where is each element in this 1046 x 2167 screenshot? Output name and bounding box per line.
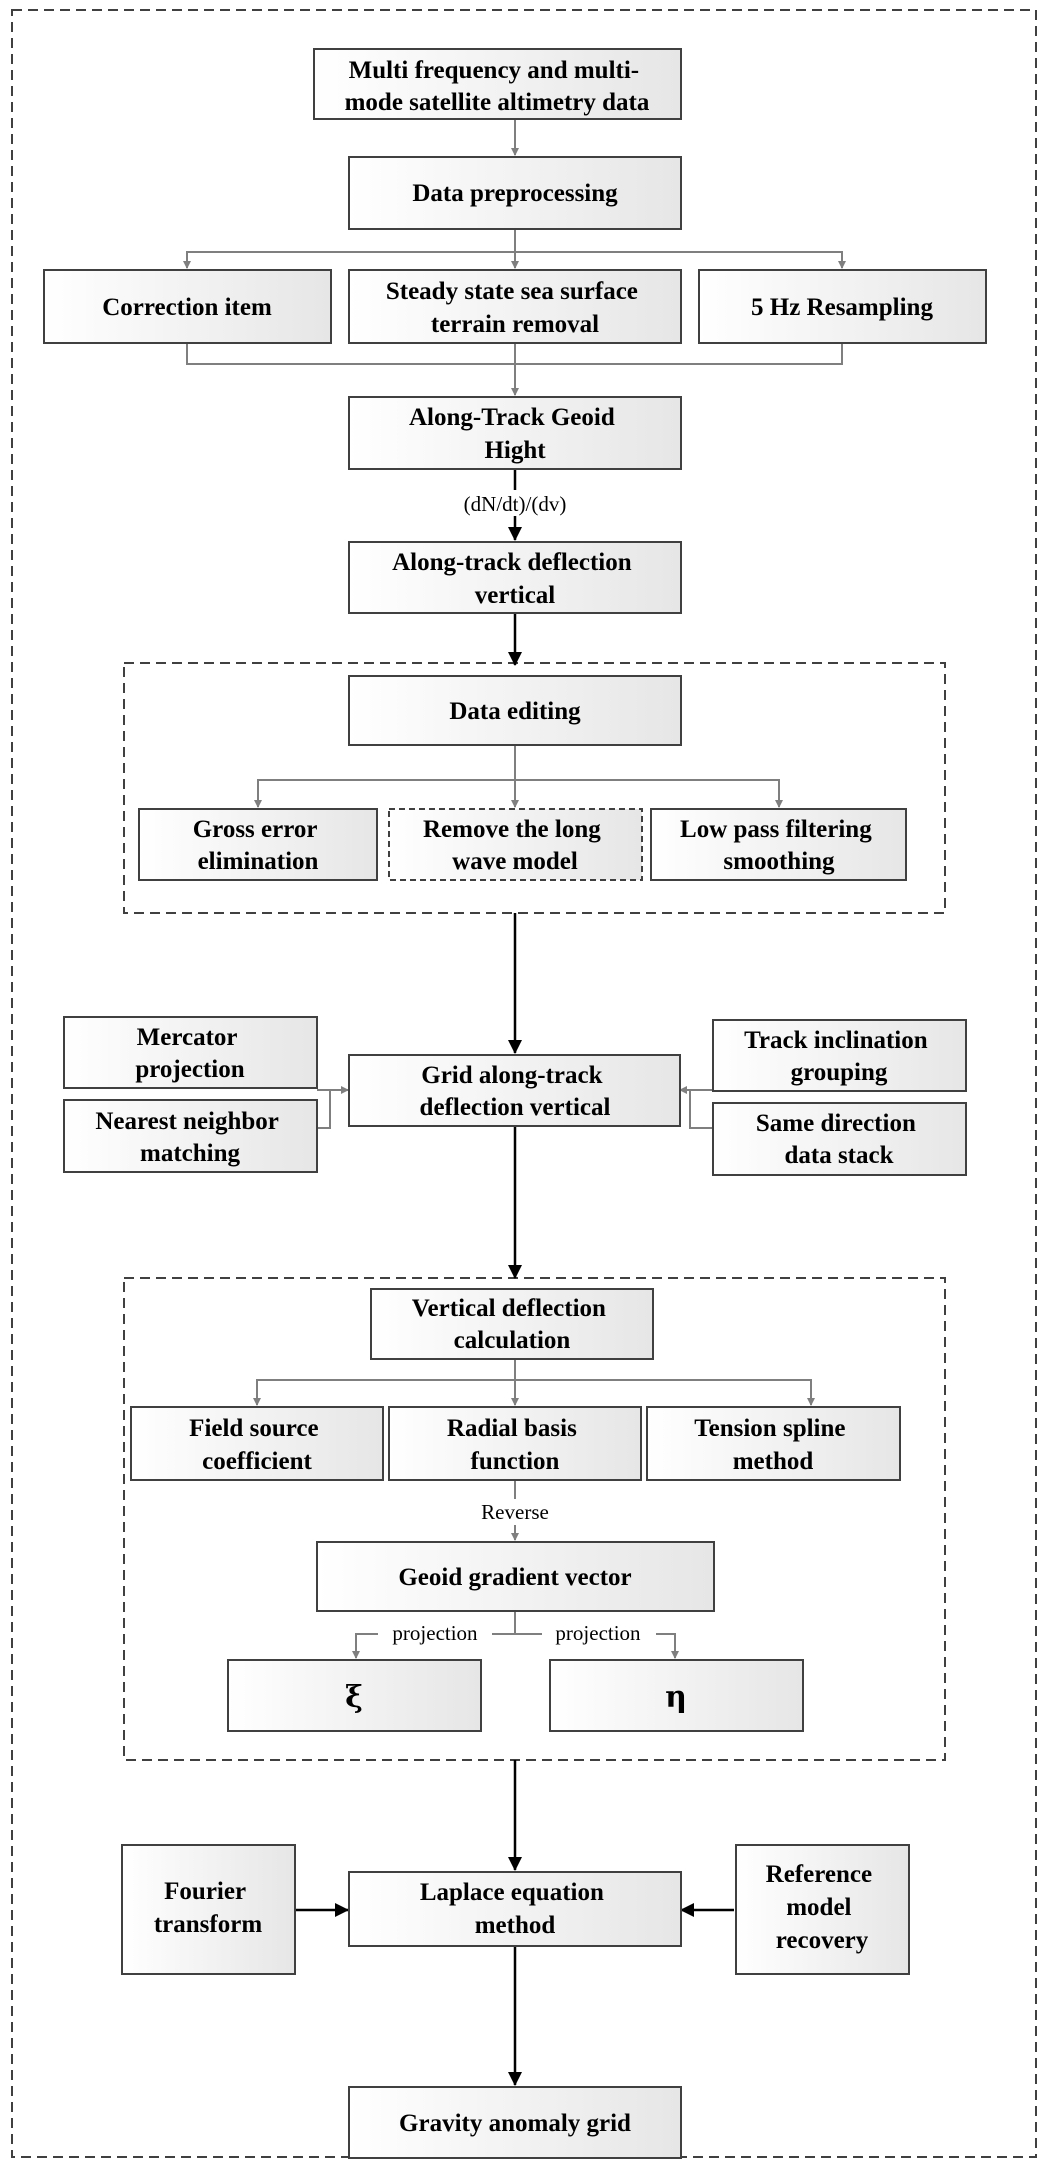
reverse-label: Reverse — [481, 1500, 549, 1524]
gross-error-box — [138, 808, 378, 881]
altimetry-data-box — [313, 48, 682, 120]
terrain-removal-box — [348, 269, 682, 344]
geoid-gradient-text: Geoid gradient vector — [398, 1564, 631, 1591]
terrain-removal-text: Steady state sea surface terrain removal — [386, 278, 644, 338]
nearest-neighbor-box — [63, 1099, 318, 1173]
same-direction-text: Same direction data stack — [756, 1110, 922, 1169]
xi-box — [227, 1659, 482, 1732]
resampling-box — [698, 269, 987, 344]
long-wave-text: Remove the long wave model — [423, 816, 607, 875]
deflection-vertical-text: Along-track deflection vertical — [392, 549, 638, 609]
laplace-box — [348, 1871, 682, 1947]
correction-item-text: Correction item — [102, 294, 272, 321]
tension-spline-box — [646, 1406, 901, 1481]
vd-calculation-box — [370, 1288, 654, 1360]
same-direction-box — [712, 1102, 967, 1176]
editing-group-frame — [123, 662, 946, 914]
low-pass-text: Low pass filtering smoothing — [680, 816, 878, 875]
track-inclination-box — [712, 1019, 967, 1092]
grid-deflection-text: Grid along-track deflection vertical — [420, 1062, 611, 1121]
grid-deflection-box — [348, 1054, 681, 1127]
connectors-thin — [183, 119, 846, 1659]
eta-text: η — [665, 1680, 687, 1715]
field-source-text: Field source coefficient — [189, 1415, 325, 1475]
derivative-label: (dN/dt)/(dv) — [464, 492, 567, 516]
low-pass-box — [650, 808, 907, 881]
geoid-height-text: Along-Track Geoid Hight — [409, 404, 621, 464]
radial-basis-text: Radial basis function — [447, 1415, 583, 1475]
correction-item-box — [43, 269, 332, 344]
calculation-group-frame — [123, 1277, 946, 1761]
tension-spline-text: Tension spline method — [694, 1415, 851, 1475]
xi-text: ξ — [345, 1680, 363, 1715]
gravity-grid-box — [348, 2086, 682, 2159]
node-boxes — [43, 48, 987, 2159]
gravity-grid-text: Gravity anomaly grid — [399, 2110, 631, 2137]
track-inclination-text: Track inclination grouping — [744, 1027, 934, 1086]
data-preprocessing-text: Data preprocessing — [412, 180, 618, 207]
deflection-vertical-box — [348, 541, 682, 614]
eta-box — [549, 1659, 804, 1732]
radial-basis-box — [388, 1406, 642, 1481]
fourier-box — [121, 1844, 296, 1975]
reference-model-box — [735, 1844, 910, 1975]
vd-calculation-text: Vertical deflection calculation — [412, 1295, 612, 1354]
altimetry-data-text: Multi frequency and multi- mode satellit… — [345, 57, 650, 116]
geoid-gradient-box — [316, 1541, 715, 1612]
long-wave-box — [388, 808, 643, 881]
projection-left-label: projection — [392, 1621, 478, 1645]
geoid-height-box — [348, 396, 682, 470]
data-preprocessing-box — [348, 156, 682, 230]
data-editing-box — [348, 675, 682, 746]
nearest-neighbor-text: Nearest neighbor matching — [95, 1108, 284, 1167]
data-editing-text: Data editing — [449, 698, 581, 725]
projection-right-label: projection — [555, 1621, 641, 1645]
mercator-text: Mercator projection — [135, 1024, 244, 1083]
fourier-text: Fourier transform — [154, 1878, 262, 1938]
mercator-box — [63, 1016, 318, 1089]
gross-error-text: Gross error elimination — [193, 816, 324, 875]
field-source-box — [130, 1406, 384, 1481]
laplace-text: Laplace equation method — [420, 1879, 610, 1939]
reference-model-text: Reference model recovery — [766, 1861, 879, 1954]
resampling-text: 5 Hz Resampling — [751, 294, 933, 321]
